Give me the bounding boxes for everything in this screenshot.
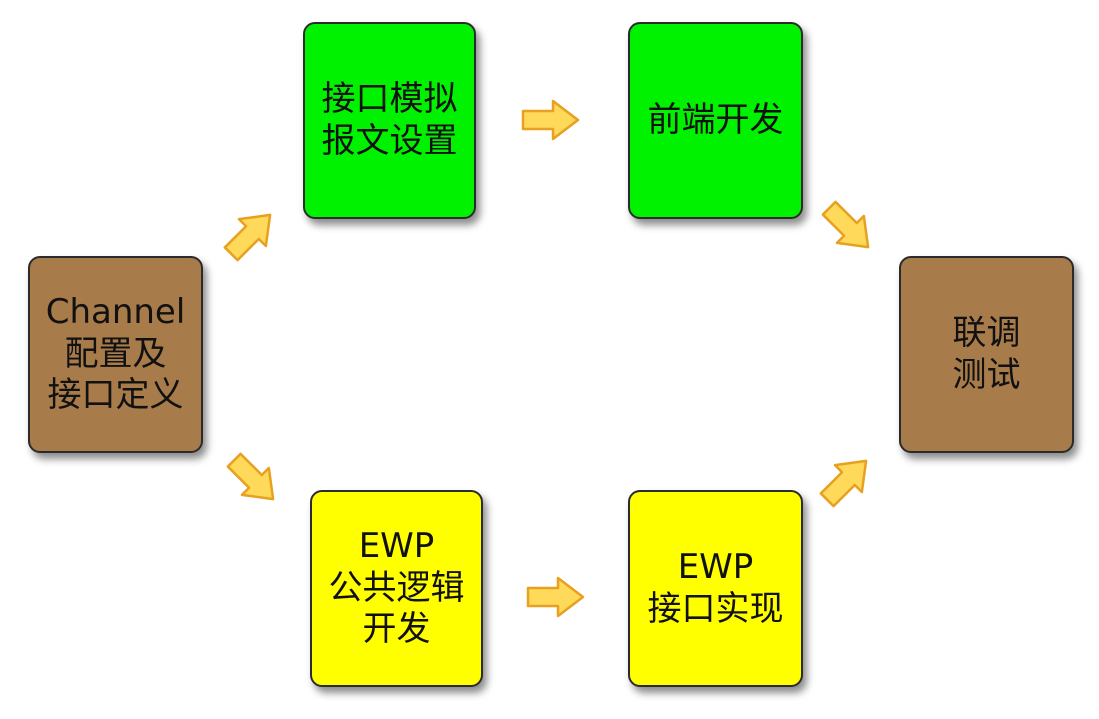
node-integration-test-line-2: 测试 <box>952 354 1021 395</box>
node-ewp-interface-impl: EWP 接口实现 <box>628 490 803 687</box>
arrow-channel-to-mock-icon <box>223 213 272 262</box>
node-ewp-common-logic-line-3: 开发 <box>362 609 431 650</box>
node-interface-mock-line-2: 报文设置 <box>321 120 458 161</box>
node-ewp-interface-impl-label: EWP 接口实现 <box>648 547 784 630</box>
arrow-ewp-common-to-ewp-impl-icon <box>526 576 585 618</box>
node-frontend-dev: 前端开发 <box>628 22 803 219</box>
arrow-mock-to-frontend-icon <box>521 99 580 141</box>
node-channel-config: Channel 配置及 接口定义 <box>28 256 203 453</box>
node-channel-config-line-1: Channel <box>45 292 186 333</box>
node-interface-mock-line-1: 接口模拟 <box>321 79 458 120</box>
node-ewp-common-logic-label: EWP 公共逻辑 开发 <box>329 526 465 650</box>
node-interface-mock: 接口模拟 报文设置 <box>303 22 476 219</box>
node-integration-test-line-1: 联调 <box>952 313 1021 354</box>
node-ewp-common-logic: EWP 公共逻辑 开发 <box>310 490 483 687</box>
node-channel-config-line-2: 配置及 <box>64 333 167 374</box>
node-frontend-dev-label: 前端开发 <box>648 100 784 141</box>
node-channel-config-label: Channel 配置及 接口定义 <box>46 292 186 416</box>
arrow-ewp-impl-to-test-icon <box>819 459 868 508</box>
node-integration-test-label: 联调 测试 <box>953 313 1021 396</box>
node-frontend-dev-line-1: 前端开发 <box>647 99 784 140</box>
node-ewp-interface-impl-line-1: EWP <box>677 547 754 588</box>
node-ewp-common-logic-line-2: 公共逻辑 <box>328 567 465 608</box>
node-integration-test: 联调 测试 <box>899 256 1074 453</box>
arrow-frontend-to-test-icon <box>821 200 870 249</box>
node-ewp-common-logic-line-1: EWP <box>358 526 435 567</box>
arrow-channel-to-ewp-common-icon <box>226 452 275 501</box>
node-channel-config-line-3: 接口定义 <box>47 375 184 416</box>
node-interface-mock-label: 接口模拟 报文设置 <box>322 79 458 162</box>
node-ewp-interface-impl-line-2: 接口实现 <box>647 588 784 629</box>
